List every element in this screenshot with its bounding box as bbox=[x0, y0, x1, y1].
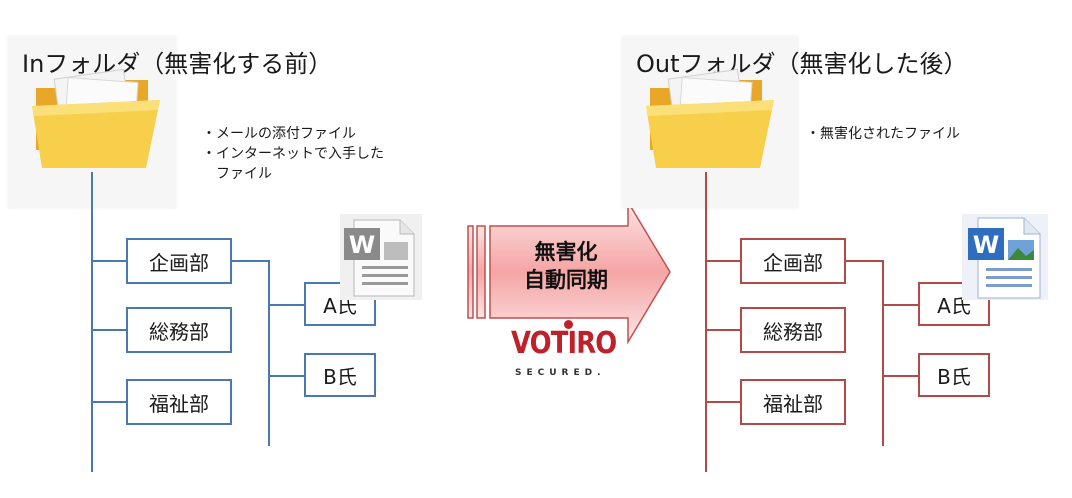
tree-branch bbox=[705, 260, 741, 262]
dept-box-welfare: 福祉部 bbox=[740, 379, 846, 425]
in-folder-note-2: ・インターネットで入手した bbox=[202, 146, 384, 162]
tree-branch bbox=[705, 329, 741, 331]
svg-text:W: W bbox=[349, 231, 375, 259]
word-document-icon: W bbox=[340, 214, 422, 300]
tree-branch bbox=[705, 401, 741, 403]
tree-branch bbox=[231, 260, 269, 262]
logo-dot-icon bbox=[564, 320, 573, 329]
votiro-tagline: SECURED. bbox=[515, 368, 606, 378]
word-document-icon: W bbox=[962, 214, 1048, 300]
dept-box-welfare: 福祉部 bbox=[126, 379, 232, 425]
in-folder-title: Inフォルダ（無害化する前） bbox=[22, 50, 333, 78]
tree-branch bbox=[882, 375, 919, 377]
tree-branch bbox=[91, 260, 127, 262]
tree-trunk bbox=[91, 172, 93, 472]
tree-branch bbox=[91, 329, 127, 331]
dept-box-general-affairs: 総務部 bbox=[740, 307, 846, 353]
out-folder-note-1: ・無害化されたファイル bbox=[806, 126, 960, 142]
tree-sub-trunk bbox=[268, 260, 270, 446]
dept-box-general-affairs: 総務部 bbox=[126, 307, 232, 353]
tree-branch bbox=[882, 304, 919, 306]
folder-icon bbox=[646, 68, 774, 168]
arrow-label-line-2: 自動同期 bbox=[524, 268, 608, 292]
tree-branch bbox=[268, 375, 305, 377]
in-folder-note-1: ・メールの添付ファイル bbox=[202, 126, 356, 142]
sync-arrow bbox=[467, 199, 671, 345]
tree-sub-trunk bbox=[882, 260, 884, 446]
person-box-b: B氏 bbox=[918, 353, 990, 397]
in-folder-note-3: ファイル bbox=[202, 166, 272, 182]
folder-icon bbox=[32, 68, 160, 168]
arrow-label-line-1: 無害化 bbox=[534, 240, 598, 264]
tree-branch bbox=[268, 304, 305, 306]
svg-text:W: W bbox=[973, 231, 999, 259]
dept-box-planning: 企画部 bbox=[740, 238, 846, 284]
tree-branch bbox=[845, 260, 883, 262]
tree-branch bbox=[91, 401, 127, 403]
tree-trunk bbox=[705, 172, 707, 472]
person-box-b: B氏 bbox=[304, 353, 376, 397]
out-folder-title: Outフォルダ（無害化した後） bbox=[636, 50, 968, 78]
dept-box-planning: 企画部 bbox=[126, 238, 232, 284]
votiro-logo: VOTIRO bbox=[511, 326, 617, 361]
